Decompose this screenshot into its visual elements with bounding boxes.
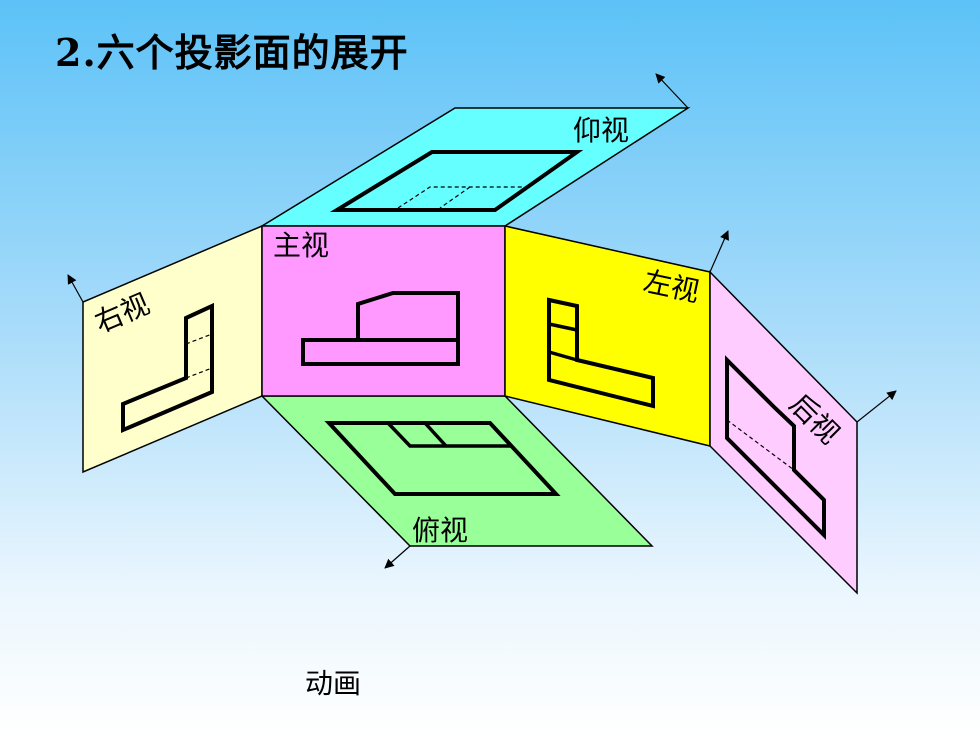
left-view-plane [504,225,711,447]
left-view-outline [547,297,655,409]
top-view-panel: 俯视 [260,395,654,547]
top-view-label: 俯视 [412,514,468,547]
arrow-top-right [655,73,689,109]
right-view-plane [82,224,263,474]
arrow-left [67,274,84,303]
right-view-hidden-line-2 [185,367,213,379]
bottom-view-hidden-line [397,186,522,209]
bottom-view-label: 仰视 [573,114,629,147]
front-view-base [301,338,460,366]
right-view-hidden-line [185,333,213,345]
bottom-view-outline [329,150,584,212]
left-view-panel: 左视 [504,225,711,447]
back-view-panel: 后视 [709,270,858,595]
arrow-back-view [856,390,897,423]
front-view-plane [261,225,506,397]
front-view-upper [356,291,460,340]
page-title: 2.六个投影面的展开 [55,30,409,75]
bottom-view-panel: 仰视 [259,107,691,227]
bottom-view-hidden-line-2 [439,186,471,209]
front-view-panel: 主视 [261,225,506,397]
back-view-plane [709,270,858,595]
arrow-bottom-left [384,545,411,569]
left-view-inner-line-2 [548,350,578,362]
arrow-left-view [709,230,729,273]
animation-caption[interactable]: 动画 [305,667,362,700]
top-view-outline [324,421,561,496]
left-view-inner-line [548,322,578,332]
right-view-panel: 右视 [82,224,263,474]
top-view-inner-line [386,421,512,448]
top-view-inner-line-2 [423,421,448,448]
rotation-arrows [67,73,897,569]
back-view-outline [725,355,826,540]
front-view-label: 主视 [273,229,329,262]
